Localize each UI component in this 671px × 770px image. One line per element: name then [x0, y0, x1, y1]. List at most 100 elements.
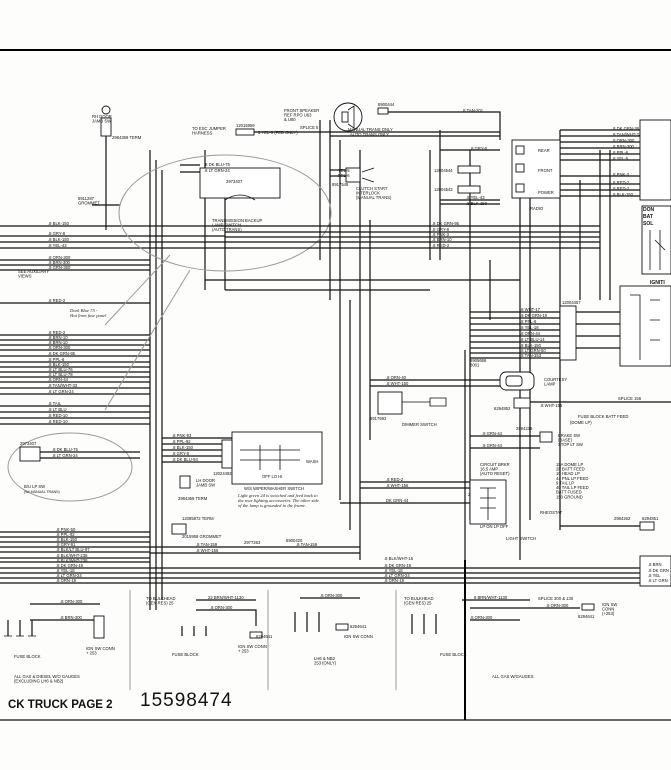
wire-label: .8 LT GRN-24 [56, 573, 82, 578]
part-label: 6294852 [494, 406, 511, 411]
wire-label: .8 BLK-150 [466, 201, 488, 206]
part-label: 2984239 [516, 426, 533, 431]
light-switch-label: LIGHT SWITCH [506, 536, 536, 541]
radio-part-label: 8900444 [378, 102, 395, 107]
splice-label: SPLICE 156 [618, 396, 642, 401]
wire-label: .8 TAIL [48, 401, 62, 406]
wire-label: DK GRN-44 [386, 498, 409, 503]
wire-label: .8 ORN-300 [612, 138, 635, 143]
wire-label: .8 ORN-300 [546, 603, 569, 608]
part-label: 8900420 [286, 538, 303, 543]
wire-label: .8 BRN-300 [60, 615, 83, 620]
wire-label: .8 BRN-10 [432, 237, 452, 242]
ign-ignit: IGNITI [650, 280, 665, 286]
term-label: 12085872 TERM [182, 516, 214, 521]
manual-trans-label: MANUAL TRANS ONLY [348, 127, 393, 132]
handwritten-note: Dark Blue 75 -Hot from fuse panel [69, 308, 107, 318]
annotation-line [104, 269, 191, 411]
wire-label: .8 ORN-300 [60, 599, 83, 604]
wire-label: .8 PPL-92 [56, 532, 75, 537]
wire-label: .8 ORN-300 [48, 345, 71, 350]
splice-label: SPLICE 300 & 130 [538, 596, 574, 601]
connector-label: 12004544 [434, 168, 453, 173]
brake-sw-label: BRAKE SW(BASE)STOP LT SW [558, 433, 583, 447]
view-desc: ALL GAS W/GAUGES [492, 674, 534, 679]
part-label: 6294851 [642, 516, 659, 521]
wire-label: .8 GRY-91 [56, 542, 76, 547]
wire-label: .8 DK BLU-94 [172, 457, 199, 462]
wire-label: .8 BLK-150 [172, 445, 194, 450]
wire-label: .8 BLK/WHT-238 [56, 553, 88, 558]
left-harness-top: .8 BLK-150 .8 GRY-8 .8 BLK-150 .8 YEL-43… [0, 221, 225, 271]
wire-label: .8 PPL-92 [172, 439, 191, 444]
wire-label: .8 DK GRN-19 [384, 563, 412, 568]
wire-label: .8 DK GRN-36 [612, 126, 640, 131]
left-harness-mid: .8 RED-2 .8 RED-2 .8 BRN-10 .8 BRN-10 .8… [0, 298, 150, 425]
wire-label: .8 RED-2 [432, 243, 450, 248]
wire-label: .8 TAN-153 [520, 353, 542, 358]
dome-batt-feed: 6294852 .8 WHT-156 FUSE BLOCK BATT FEED … [470, 396, 671, 449]
connector-12004457: 12004457 .8 WHT-17 .8 DK GRN-19 .8 PPL-6… [470, 300, 620, 361]
wire-label: .8 WHT-17 [520, 307, 541, 312]
rheostat-label: RHEOSTAT [540, 510, 563, 515]
drawing-number: 15598474 [140, 690, 233, 711]
wire-label: .8 GRN-360 [48, 265, 71, 270]
wire-label: .8 BLK/WHT-238 [56, 558, 88, 563]
wire-label: .8 DK GRN-95 [48, 351, 76, 356]
wire-label: .8 GRN-44 [482, 443, 503, 448]
wire-label: .8 YEL [648, 573, 661, 578]
wire-label: .8 LT GRN-24 [48, 389, 74, 394]
wire-label: .8 YEL-18 [520, 325, 539, 330]
wire-label: .8 DK BLU-75 [52, 447, 79, 452]
radio-rear: REAR [538, 148, 550, 153]
wiper-switch-label: W/S WIPER/WASHER SWITCH [244, 486, 304, 491]
wire-label: .8 PNK-93 [172, 433, 192, 438]
ign-conn-label: IGN SW CONN [344, 634, 373, 639]
wire-label: .8 PNK-50 [56, 527, 76, 532]
wire-label: .8 YEL-43 [466, 195, 485, 200]
wire-label: .8 YEL-18 [384, 568, 403, 573]
wire-label: .8 ORN-19 [56, 578, 77, 583]
wire-label: .8 ORN-300 [210, 605, 233, 610]
part-label: 2984262 [614, 516, 631, 521]
wire-label: 22 BRN/WHT-1130 [208, 595, 244, 600]
wire-label: .8 LT GRN-24 [52, 453, 78, 458]
radio-front: FRONT [538, 168, 553, 173]
wire-label: PPL-6 [338, 173, 350, 178]
trans-wire-label: .8 DK BLU-75 [204, 162, 231, 167]
wire-label: 8 BRN/WHT-1130 [474, 595, 508, 600]
connector-label: 12004543 [434, 187, 453, 192]
wire-label: .8 LT GRN-50 [520, 348, 546, 353]
fuse-block-label: FUSE BLOCK [440, 652, 467, 657]
vertical-trunks [149, 120, 611, 720]
bulkhead-label: TO BULKHEAD(GEN RES) 25 [146, 596, 175, 606]
wire-label: .8 GRY-8 [470, 146, 488, 151]
part-label: 6294641 [578, 614, 595, 619]
term-label: 2984369 TERM [178, 496, 208, 501]
page-footer: CK TRUCK PAGE 2 15598474 [0, 687, 671, 721]
wire-label: .8 YEL-43 [48, 243, 67, 248]
wire-label: .8 YEL-5 [612, 156, 629, 161]
wire-label: .8 LT BLU-78 [48, 372, 73, 377]
bulkhead-label: TO BULKHEAD(GEN RES) 25 [404, 596, 433, 606]
part-label: 8917548 [332, 182, 349, 187]
wire-label: .8 PNK-3 [432, 232, 450, 237]
wire-label: .8 ORN-300 [320, 593, 343, 598]
bottom-view-2: TO BULKHEAD(GEN RES) 25 22 BRN/WHT-1130 … [146, 590, 273, 690]
part-label: 6294641 [350, 624, 367, 629]
wiper-pos: OFF LO HI [262, 474, 282, 479]
wire-label: .8 ORN-40 [386, 375, 407, 380]
page-title: CK TRUCK PAGE 2 [8, 699, 113, 711]
wire-label: .8 BLK/LT BLU-97 [56, 547, 90, 552]
wire-label: .8 TAN-159 [296, 542, 318, 547]
